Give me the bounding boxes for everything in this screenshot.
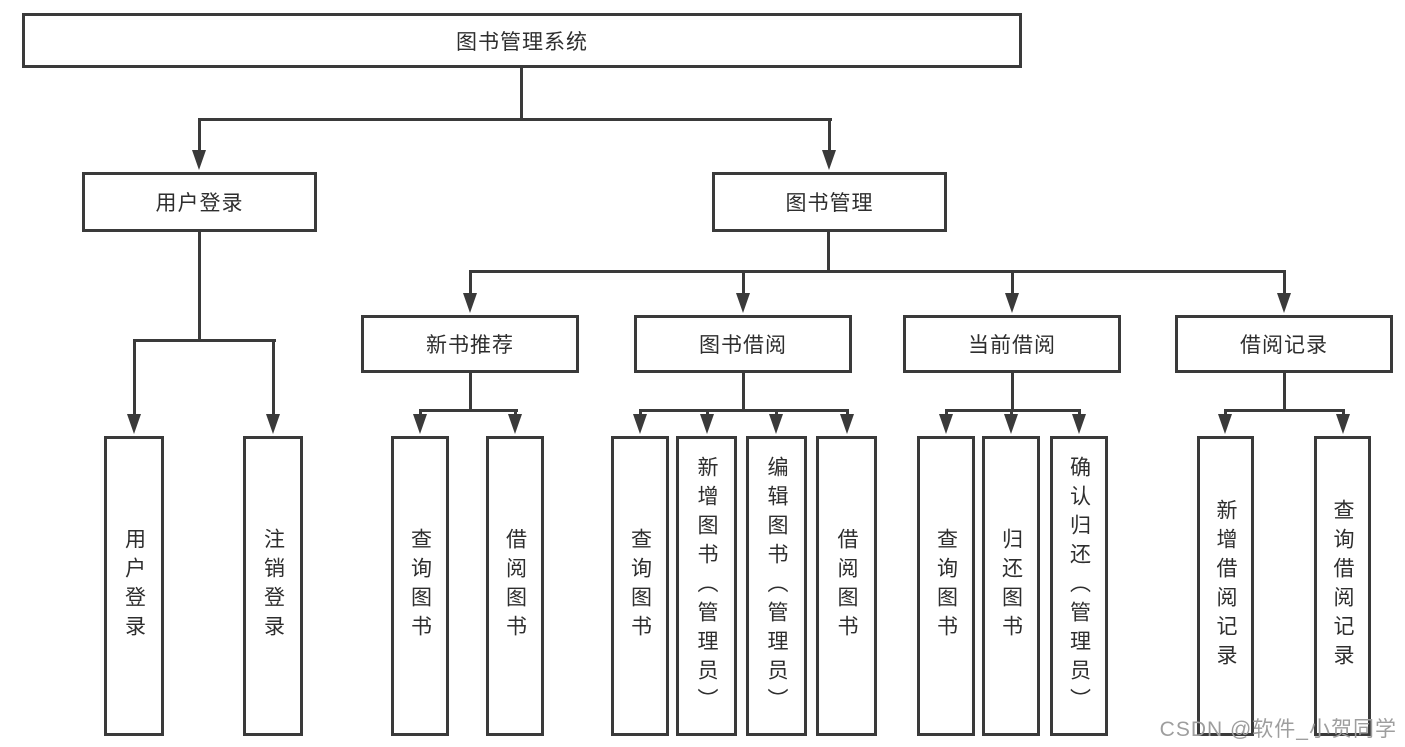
csdn-watermark: CSDN @软件_小贺同学 xyxy=(1159,718,1397,741)
leaf-label: 查询图书 xyxy=(408,528,432,644)
leaf-user-login: 用户登录 xyxy=(104,436,164,736)
arrowhead-down-icon xyxy=(1005,293,1019,313)
connector-mgmt-drop-3 xyxy=(1011,270,1014,295)
connector-login-drop-2 xyxy=(272,339,275,416)
connector-recommend-vline xyxy=(469,373,472,411)
connector-mgmt-hline xyxy=(469,270,1286,273)
connector-current-drop-1 xyxy=(945,409,948,418)
connector-current-vline xyxy=(1011,373,1014,411)
arrowhead-down-icon xyxy=(822,150,836,170)
connector-records-drop-2 xyxy=(1342,409,1345,418)
leaf-search-borrowing-record: 查询借阅记录 xyxy=(1314,436,1371,736)
connector-current-drop-3 xyxy=(1078,409,1081,418)
connector-mgmt-drop-4 xyxy=(1283,270,1286,295)
arrowhead-down-icon xyxy=(1072,414,1086,434)
arrowhead-down-icon xyxy=(633,414,647,434)
leaf-add-borrowing-record: 新增借阅记录 xyxy=(1197,436,1254,736)
leaf-label: 编辑图书（管理员） xyxy=(765,455,788,717)
arrowhead-down-icon xyxy=(736,293,750,313)
connector-borrowing-drop-3 xyxy=(775,409,778,418)
arrowhead-down-icon xyxy=(939,414,953,434)
connector-mgmt-drop-2 xyxy=(742,270,745,295)
arrowhead-down-icon xyxy=(1277,293,1291,313)
connector-root-drop-right xyxy=(828,118,831,152)
leaf-search-books-recommend: 查询图书 xyxy=(391,436,449,736)
arrowhead-down-icon xyxy=(769,414,783,434)
leaf-label: 确认归还（管理员） xyxy=(1067,455,1091,717)
leaf-logout: 注销登录 xyxy=(243,436,303,736)
arrowhead-down-icon xyxy=(1004,414,1018,434)
arrowhead-down-icon xyxy=(127,414,141,434)
connector-records-vline xyxy=(1283,373,1286,411)
connector-root-drop-left xyxy=(198,118,201,152)
connector-borrowing-drop-1 xyxy=(639,409,642,418)
connector-borrowing-vline xyxy=(742,373,745,411)
connector-current-drop-2 xyxy=(1010,409,1013,418)
node-book-management: 图书管理 xyxy=(712,172,947,232)
connector-recommend-hline xyxy=(419,409,518,412)
connector-recommend-drop-1 xyxy=(419,409,422,418)
arrowhead-down-icon xyxy=(700,414,714,434)
node-user-login: 用户登录 xyxy=(82,172,317,232)
leaf-label: 借阅图书 xyxy=(835,528,858,644)
leaf-borrow-books-borrowing: 借阅图书 xyxy=(816,436,877,736)
arrowhead-down-icon xyxy=(266,414,280,434)
leaf-label: 借阅图书 xyxy=(503,528,527,644)
connector-login-vline xyxy=(198,232,201,341)
arrowhead-down-icon xyxy=(508,414,522,434)
leaf-label: 查询图书 xyxy=(628,528,652,644)
leaf-confirm-return-admin: 确认归还（管理员） xyxy=(1050,436,1108,736)
node-borrowing-records: 借阅记录 xyxy=(1175,315,1393,373)
leaf-add-books-admin: 新增图书（管理员） xyxy=(676,436,737,736)
connector-root-vline xyxy=(520,68,523,120)
connector-mgmt-drop-1 xyxy=(469,270,472,295)
connector-login-drop-1 xyxy=(133,339,136,416)
connector-borrowing-drop-4 xyxy=(846,409,849,418)
connector-borrowing-drop-2 xyxy=(706,409,709,418)
node-book-borrowing: 图书借阅 xyxy=(634,315,852,373)
connector-mgmt-vline xyxy=(827,232,830,273)
leaf-label: 归还图书 xyxy=(999,528,1023,644)
node-new-book-recommendation: 新书推荐 xyxy=(361,315,579,373)
leaf-label: 新增借阅记录 xyxy=(1214,499,1237,673)
arrowhead-down-icon xyxy=(1218,414,1232,434)
connector-root-hline xyxy=(198,118,832,121)
leaf-return-books: 归还图书 xyxy=(982,436,1040,736)
connector-login-hline xyxy=(133,339,276,342)
leaf-label: 查询借阅记录 xyxy=(1331,499,1354,673)
arrowhead-down-icon xyxy=(463,293,477,313)
node-library-management-system: 图书管理系统 xyxy=(22,13,1022,68)
leaf-search-books-current: 查询图书 xyxy=(917,436,975,736)
leaf-label: 新增图书（管理员） xyxy=(695,455,718,717)
leaf-edit-books-admin: 编辑图书（管理员） xyxy=(746,436,807,736)
arrowhead-down-icon xyxy=(1336,414,1350,434)
arrowhead-down-icon xyxy=(192,150,206,170)
leaf-user-login-label: 用户登录 xyxy=(122,528,146,644)
leaf-borrow-books-recommend: 借阅图书 xyxy=(486,436,544,736)
connector-borrowing-hline xyxy=(639,409,849,412)
arrowhead-down-icon xyxy=(413,414,427,434)
node-current-borrowing: 当前借阅 xyxy=(903,315,1121,373)
arrowhead-down-icon xyxy=(840,414,854,434)
connector-recommend-drop-2 xyxy=(514,409,517,418)
connector-current-hline xyxy=(945,409,1081,412)
connector-records-drop-1 xyxy=(1224,409,1227,418)
leaf-logout-label: 注销登录 xyxy=(261,528,285,644)
connector-records-hline xyxy=(1224,409,1345,412)
leaf-search-books-borrowing: 查询图书 xyxy=(611,436,669,736)
leaf-label: 查询图书 xyxy=(934,528,958,644)
